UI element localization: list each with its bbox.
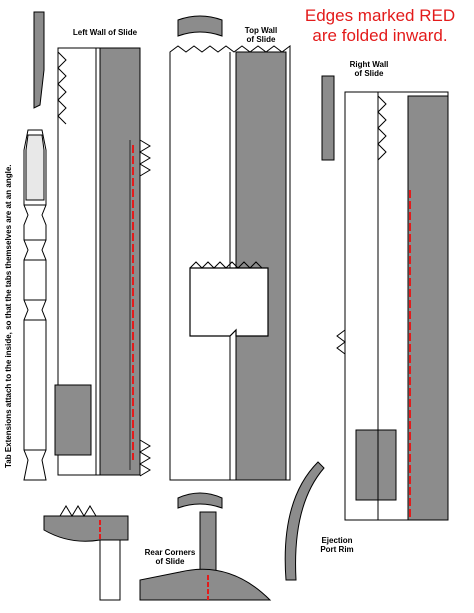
- rear-corner-left: [43, 505, 129, 601]
- label-tab-extensions: Tab Extensions attach to the inside, so …: [4, 164, 13, 469]
- rear-corner-right: [139, 492, 272, 601]
- label-right-wall: Right Wall of Slide: [349, 60, 389, 78]
- top-wall-window: [189, 267, 269, 337]
- curved-strip-top-left: [33, 11, 45, 109]
- label-rear-corners: Rear Corners of Slide: [144, 548, 196, 566]
- left-wall-panel: [54, 47, 151, 477]
- label-left-wall: Left Wall of Slide: [72, 28, 138, 37]
- red-edge-note: Edges marked RED are folded inward.: [285, 6, 474, 46]
- right-wall-panel: [321, 75, 449, 521]
- label-ejection-port: Ejection Port Rim: [320, 536, 354, 554]
- ejection-port-rim: [284, 461, 325, 581]
- note-line-1: Edges marked RED: [304, 6, 456, 25]
- tab-extension-strip: [23, 129, 47, 481]
- top-wall-panel: [169, 15, 291, 481]
- note-line-2: are folded inward.: [312, 26, 448, 45]
- label-top-wall: Top Wall of Slide: [244, 26, 278, 44]
